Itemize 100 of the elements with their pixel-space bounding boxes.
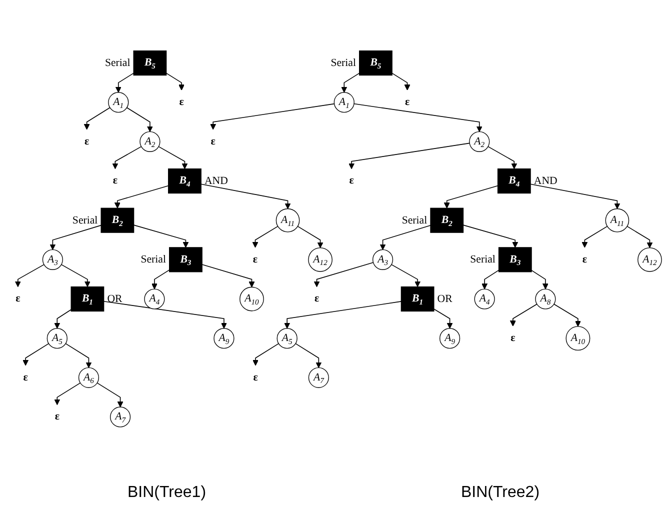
node-text: ε: [54, 410, 60, 422]
node-circle: A$_{6}$: [78, 367, 100, 388]
arrow: [530, 184, 620, 210]
node-circle: A$_{3}$: [372, 249, 394, 270]
arrow: [252, 343, 280, 366]
node-annotation: Serial: [140, 254, 166, 266]
arrow: [114, 185, 169, 208]
node-box: B$_{2}$: [100, 208, 134, 233]
node-annotation: OR: [107, 293, 122, 305]
node-circle: A$_{7}$: [110, 406, 131, 428]
node-circle: A$_{12}$: [638, 247, 662, 272]
arrow: [392, 72, 410, 90]
node-circle: A$_{4}$: [144, 288, 165, 310]
node-text: ε: [253, 372, 258, 384]
node-annotation: Serial: [470, 254, 496, 266]
node-text: ε: [210, 136, 216, 148]
node-annotation: Serial: [330, 57, 356, 70]
arrow: [115, 72, 134, 93]
node-box: B$_{3}$: [169, 247, 202, 272]
arrow: [295, 343, 322, 368]
arrow: [554, 304, 581, 327]
node-circle: A$_{5}$: [276, 328, 298, 349]
arrow: [348, 142, 470, 170]
node-annotation: Serial: [72, 214, 98, 226]
arrow: [84, 107, 110, 130]
node-circle: A$_{3}$: [42, 249, 63, 270]
node-box: B$_{5}$: [359, 50, 392, 76]
node-text: ε: [252, 254, 258, 266]
node-text: ε: [23, 372, 28, 384]
node-text: ε: [16, 292, 20, 304]
node-text: ε: [84, 136, 90, 148]
node-text: ε: [112, 174, 118, 186]
node-circle: A$_{9}$: [440, 328, 460, 349]
arrow: [354, 103, 482, 132]
arrow: [54, 309, 72, 329]
arrow: [50, 224, 102, 250]
arrow: [158, 146, 188, 170]
node-circle: A$_{8}$: [535, 288, 556, 310]
arrow: [626, 226, 653, 248]
node-annotation: Serial: [104, 57, 130, 70]
arrow: [126, 107, 153, 132]
node-circle: A$_{12}$: [308, 247, 332, 272]
arrow: [22, 343, 50, 366]
node-box: B$_{2}$: [430, 208, 464, 233]
node-text: ε: [510, 332, 516, 344]
arrow: [166, 72, 184, 90]
node-box: B$_{4}$: [497, 168, 531, 194]
arrow: [488, 146, 518, 170]
node-annotation: AND: [534, 175, 558, 187]
arrow: [252, 226, 278, 248]
node-box: B$_{1}$: [400, 286, 434, 312]
arrow: [462, 224, 518, 248]
arrow: [133, 224, 189, 248]
tree-caption: BIN(Tree2): [460, 484, 540, 502]
arrow: [391, 264, 421, 288]
node-circle: A$_{10}$: [240, 286, 264, 312]
arrow: [96, 382, 124, 408]
arrow: [284, 301, 402, 329]
node-text: ε: [404, 96, 410, 108]
node-annotation: OR: [437, 293, 452, 305]
arrow: [482, 270, 500, 290]
node-circle: A$_{4}$: [474, 288, 495, 310]
node-annotation: Serial: [402, 214, 428, 226]
node-circle: A$_{5}$: [46, 328, 68, 349]
arrow: [112, 146, 142, 170]
arrow: [54, 382, 81, 406]
node-box: B$_{5}$: [133, 50, 167, 76]
arrow: [297, 226, 324, 248]
node-box: B$_{3}$: [498, 247, 532, 272]
node-circle: A$_{9}$: [214, 328, 234, 349]
arrow: [202, 264, 255, 288]
arrow: [65, 343, 92, 368]
node-circle: A$_{11}$: [276, 208, 300, 232]
node-circle: A$_{2}$: [140, 131, 160, 152]
arrow: [341, 72, 360, 93]
arrow: [444, 185, 498, 208]
node-text: ε: [349, 174, 354, 186]
node-annotation: AND: [204, 175, 228, 187]
arrow: [210, 103, 335, 130]
arrow: [582, 226, 608, 248]
node-circle: A$_{1}$: [108, 92, 129, 113]
arrow: [60, 264, 90, 288]
node-text: ε: [582, 254, 588, 266]
node-text: ε: [314, 292, 320, 304]
arrow: [510, 304, 538, 326]
node-circle: A$_{11}$: [605, 208, 630, 232]
node-box: B$_{1}$: [70, 286, 104, 312]
node-box: B$_{4}$: [168, 168, 202, 194]
arrow: [151, 270, 170, 290]
arrow: [434, 308, 453, 329]
arrow: [380, 224, 431, 250]
node-text: ε: [179, 96, 184, 108]
node-circle: A$_{1}$: [334, 92, 354, 113]
node-circle: A$_{10}$: [566, 326, 590, 351]
arrow: [200, 184, 291, 210]
node-circle: A$_{2}$: [469, 131, 490, 152]
arrow: [14, 264, 44, 288]
arrow: [314, 262, 374, 288]
arrow: [531, 270, 548, 290]
arrow: [103, 300, 227, 329]
